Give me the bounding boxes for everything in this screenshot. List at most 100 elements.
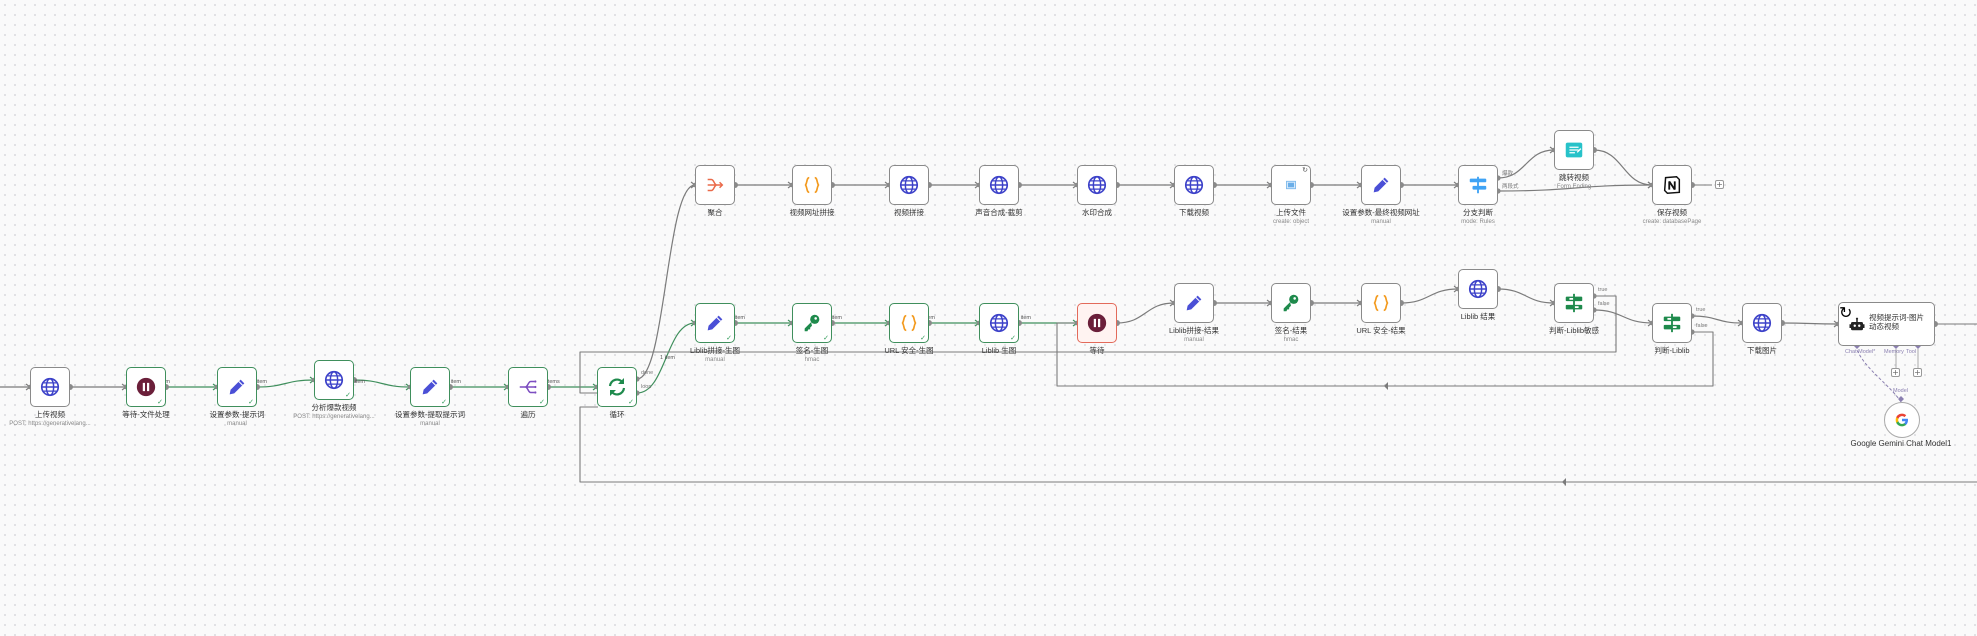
node-subtitle: Form Ending: [1556, 184, 1592, 190]
node-aggregate[interactable]: [695, 165, 735, 205]
node-liblib-gen[interactable]: ✓: [979, 303, 1019, 343]
node-analyze-video[interactable]: ✓: [314, 360, 354, 400]
node-icon: [1467, 174, 1489, 196]
robot-icon: [1848, 316, 1866, 339]
refresh-icon: ↻: [1302, 166, 1308, 174]
node-subtitle: manual: [1371, 219, 1391, 225]
node-set-final-url[interactable]: [1361, 165, 1401, 205]
node-icon: [419, 376, 441, 398]
node-wait[interactable]: [1077, 303, 1117, 343]
node-label: 等待-文件处理: [122, 410, 170, 419]
model-port-label: Model: [1893, 388, 1908, 394]
edge-direction-marker: [1562, 478, 1566, 486]
node-icon: [1661, 174, 1683, 196]
node-gemini-chat-model[interactable]: [1884, 402, 1920, 438]
edge-loop-done-to-aggregate[interactable]: [636, 184, 696, 380]
node-upload-file[interactable]: ↻: [1271, 165, 1311, 205]
edge-item-count: 4 items: [542, 379, 560, 385]
node-watermark[interactable]: [1077, 165, 1117, 205]
node-label: 设置参数-提示词: [209, 410, 265, 419]
edge-download_image-to-__agent[interactable]: [1781, 322, 1839, 325]
node-icon: [1086, 174, 1108, 196]
node-liblib-concat-result[interactable]: [1174, 283, 1214, 323]
node-video-url-concat[interactable]: [792, 165, 832, 205]
model-port-diamond[interactable]: [1898, 396, 1904, 402]
node-subtitle: POST: https://generativelang...: [9, 421, 91, 427]
node-label: 上传文件: [1276, 208, 1306, 217]
node-jump-video[interactable]: [1554, 130, 1594, 170]
node-branch-check[interactable]: [1458, 165, 1498, 205]
node-upload-video[interactable]: [30, 367, 70, 407]
node-video-concat[interactable]: [889, 165, 929, 205]
node-set-prompt[interactable]: ✓: [217, 367, 257, 407]
add-subnode-button[interactable]: +: [1891, 368, 1900, 377]
node-label: 等待: [1089, 346, 1105, 355]
success-check-icon: ✓: [1010, 334, 1016, 342]
node-subtitle: hmac: [804, 357, 820, 363]
node-icon: [135, 376, 157, 398]
node-url-safe-gen[interactable]: ✓: [889, 303, 929, 343]
edge-url_safe_result-to-liblib_result[interactable]: [1400, 288, 1459, 304]
node-icon: [605, 375, 629, 399]
node-icon: [1467, 278, 1489, 300]
edge-wait-to-liblib_concat_result[interactable]: [1116, 302, 1175, 324]
node-label: 声音合成-截剪: [975, 208, 1023, 217]
node-subtitle: mode: Rules: [1461, 219, 1495, 225]
node-judge-liblib[interactable]: [1652, 303, 1692, 343]
node-subtitle: manual: [420, 421, 440, 427]
edge-item-count: 1 item: [827, 315, 842, 321]
node-url-safe-result[interactable]: [1361, 283, 1401, 323]
port-label: true: [1696, 307, 1706, 313]
edge-loop-to-liblib-concat[interactable]: [636, 322, 696, 394]
edge-analyze_video-to-set_extract[interactable]: [353, 379, 411, 388]
node-download-video[interactable]: [1174, 165, 1214, 205]
node-label: URL 安全-生图: [884, 346, 934, 355]
success-check-icon: ✓: [920, 334, 926, 342]
google-icon: [1894, 412, 1910, 428]
node-subtitle: manual: [1184, 337, 1204, 343]
node-liblib-result[interactable]: [1458, 269, 1498, 309]
node-iterate[interactable]: ✓: [508, 367, 548, 407]
node-label: 上传视频: [35, 410, 65, 419]
node-icon: [898, 174, 920, 196]
node-icon: [704, 174, 726, 196]
node-icon: [517, 376, 539, 398]
edge-branch-b-to-save-video[interactable]: [1497, 184, 1653, 192]
edge-agent-loopback[interactable]: [579, 406, 1977, 483]
add-subnode-button[interactable]: +: [1913, 368, 1922, 377]
edge-judge-true-to-download-image[interactable]: [1691, 315, 1743, 324]
port-label: loop: [641, 384, 652, 390]
success-check-icon: ✓: [823, 334, 829, 342]
port-label: true: [1598, 287, 1608, 293]
edge-liblib_result-to-judge_sensitive[interactable]: [1497, 288, 1555, 304]
node-icon: [1183, 174, 1205, 196]
node-label: 视频网址拼接: [789, 208, 835, 217]
node-loop[interactable]: ✓: [597, 367, 637, 407]
node-label: Liblib 生图: [981, 346, 1017, 355]
node-sign-gen[interactable]: ✓: [792, 303, 832, 343]
node-set-extract[interactable]: ✓: [410, 367, 450, 407]
node-liblib-concat-gen[interactable]: ✓: [695, 303, 735, 343]
node-agent[interactable]: 视频提示词-图片动态视频↻: [1838, 302, 1935, 346]
node-judge-sensitive[interactable]: [1554, 283, 1594, 323]
add-node-button[interactable]: +: [1715, 180, 1724, 189]
node-icon: [801, 312, 823, 334]
edge-sensitive-false-to-judge-liblib[interactable]: [1593, 309, 1653, 324]
node-voice-compose[interactable]: [979, 165, 1019, 205]
node-sign-result[interactable]: [1271, 283, 1311, 323]
node-save-video[interactable]: [1652, 165, 1692, 205]
node-wait-file[interactable]: ✓: [126, 367, 166, 407]
node-icon: [1183, 292, 1205, 314]
node-icon: [988, 174, 1010, 196]
model-connection[interactable]: [1856, 349, 1902, 403]
edge-set_prompt-to-analyze_video[interactable]: [256, 379, 315, 388]
port-label: done: [641, 370, 654, 376]
node-download-image[interactable]: [1742, 303, 1782, 343]
success-check-icon: ✓: [248, 398, 254, 406]
edge-branch-a-to-jump-video[interactable]: [1497, 149, 1555, 179]
edge-jump_video-to-save_video[interactable]: [1593, 149, 1653, 186]
port-label: 爆款: [1502, 171, 1514, 177]
edge-sensitive-true-loopback[interactable]: [579, 295, 1617, 394]
node-label: 遍历: [520, 410, 536, 419]
